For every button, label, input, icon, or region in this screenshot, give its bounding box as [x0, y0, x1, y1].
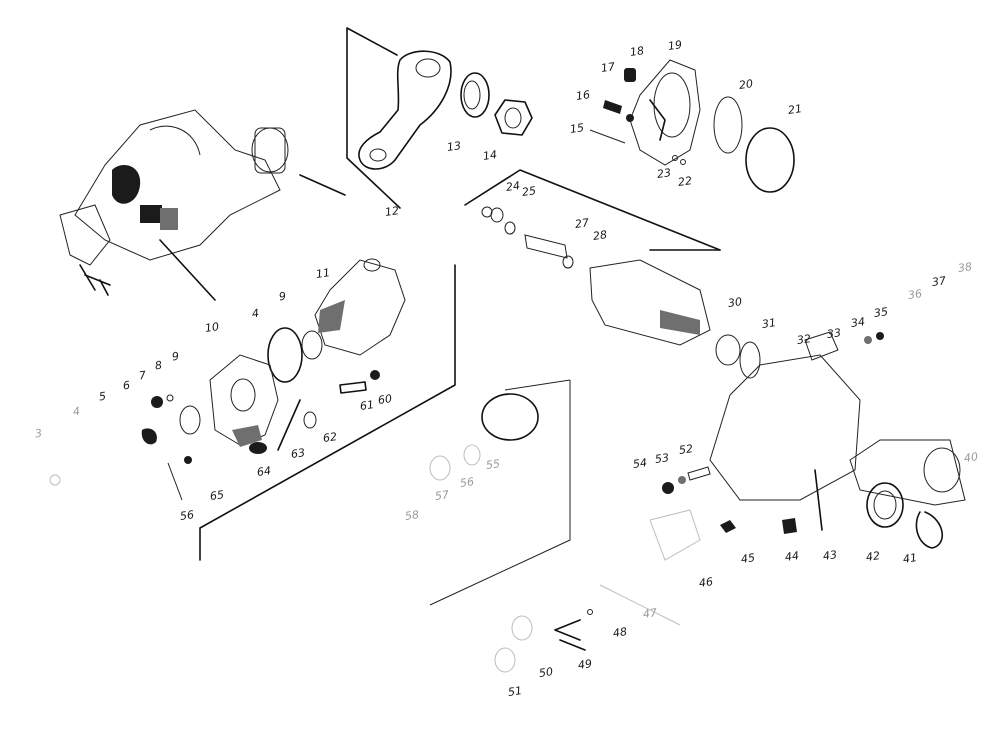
callout-58: 58	[404, 508, 420, 523]
callout-24: 24	[505, 179, 521, 194]
callout-49: 49	[577, 657, 593, 672]
callout-50: 50	[538, 665, 554, 680]
callout-46: 46	[698, 575, 714, 590]
callout-51: 51	[507, 684, 523, 699]
callout-63: 63	[290, 446, 306, 461]
lower-middle-parts	[429, 393, 539, 481]
bolt-61	[339, 381, 367, 394]
callout-12: 12	[384, 204, 400, 219]
callout-42: 42	[865, 549, 881, 564]
callout-3: 3	[34, 426, 43, 441]
callout-17: 17	[600, 60, 616, 75]
callout-55: 55	[485, 457, 501, 472]
callout-48: 48	[612, 625, 628, 640]
bolt-16	[603, 100, 622, 114]
callout-43: 43	[822, 548, 838, 563]
small-parts-left	[49, 394, 201, 501]
callout-34: 34	[850, 315, 866, 330]
callout-40: 40	[963, 450, 979, 465]
pitman-arm	[358, 50, 452, 170]
callout-54: 54	[632, 456, 648, 471]
washer-17	[626, 114, 634, 122]
callout-62: 62	[322, 430, 338, 445]
callout-11: 11	[315, 266, 331, 281]
part-22	[680, 159, 686, 165]
callout-35: 35	[873, 305, 889, 320]
callout-22: 22	[677, 174, 693, 189]
callout-52: 52	[678, 442, 694, 457]
side-cover-19	[629, 59, 701, 166]
callout-6: 6	[122, 378, 131, 393]
callout-21: 21	[787, 102, 803, 117]
callout-30: 30	[727, 295, 743, 310]
callout-14: 14	[482, 148, 498, 163]
callout-20: 20	[738, 77, 754, 92]
callout-19: 19	[667, 38, 683, 53]
ring-21	[745, 127, 795, 193]
callout-45: 45	[740, 551, 756, 566]
callout-9: 9	[278, 289, 287, 304]
callout-4: 4	[251, 306, 260, 321]
ring-9-upper	[301, 330, 323, 360]
callout-10: 10	[204, 320, 220, 335]
part-23	[672, 155, 678, 161]
washer-60	[370, 370, 380, 380]
callout-27: 27	[574, 216, 590, 231]
callout-32: 32	[796, 332, 812, 347]
callout-36: 36	[907, 287, 923, 302]
seal-ring-20	[713, 96, 743, 154]
callout-13: 13	[446, 139, 462, 154]
callout-8: 8	[154, 358, 163, 373]
callout-65: 65	[209, 488, 225, 503]
callout-60: 60	[377, 392, 393, 407]
washer-13	[460, 72, 490, 118]
callout-23: 23	[656, 166, 672, 181]
steering-gear-housing	[59, 109, 289, 301]
callout-44: 44	[784, 549, 800, 564]
callout-18: 18	[629, 44, 645, 59]
guide-lines	[199, 27, 721, 626]
callout-5: 5	[98, 389, 107, 404]
callout-33: 33	[826, 326, 842, 341]
pin-15	[589, 129, 626, 144]
callout-56: 56	[459, 475, 475, 490]
callout-57: 57	[434, 488, 450, 503]
callout-28: 28	[592, 228, 608, 243]
callout-56: 56	[179, 508, 195, 523]
callout-25: 25	[521, 184, 537, 199]
callout-37: 37	[931, 274, 947, 289]
callout-38: 38	[957, 260, 973, 275]
callout-61: 61	[359, 398, 375, 413]
ring-4-upper	[267, 327, 303, 383]
callout-7: 7	[138, 368, 147, 383]
callout-15: 15	[569, 121, 585, 136]
callout-31: 31	[761, 316, 777, 331]
callout-16: 16	[575, 88, 591, 103]
callout-9: 9	[171, 349, 180, 364]
bottom-parts	[494, 609, 593, 673]
nut-14	[494, 99, 533, 136]
callout-53: 53	[654, 451, 670, 466]
valve-body-11	[314, 258, 406, 356]
hydraulic-housing	[649, 331, 966, 561]
callout-4: 4	[72, 404, 81, 419]
plug-18	[624, 68, 636, 82]
callout-41: 41	[902, 551, 918, 566]
callout-64: 64	[256, 464, 272, 479]
sector-shaft	[481, 206, 761, 379]
pump-cover	[209, 354, 317, 454]
callout-47: 47	[642, 606, 658, 621]
